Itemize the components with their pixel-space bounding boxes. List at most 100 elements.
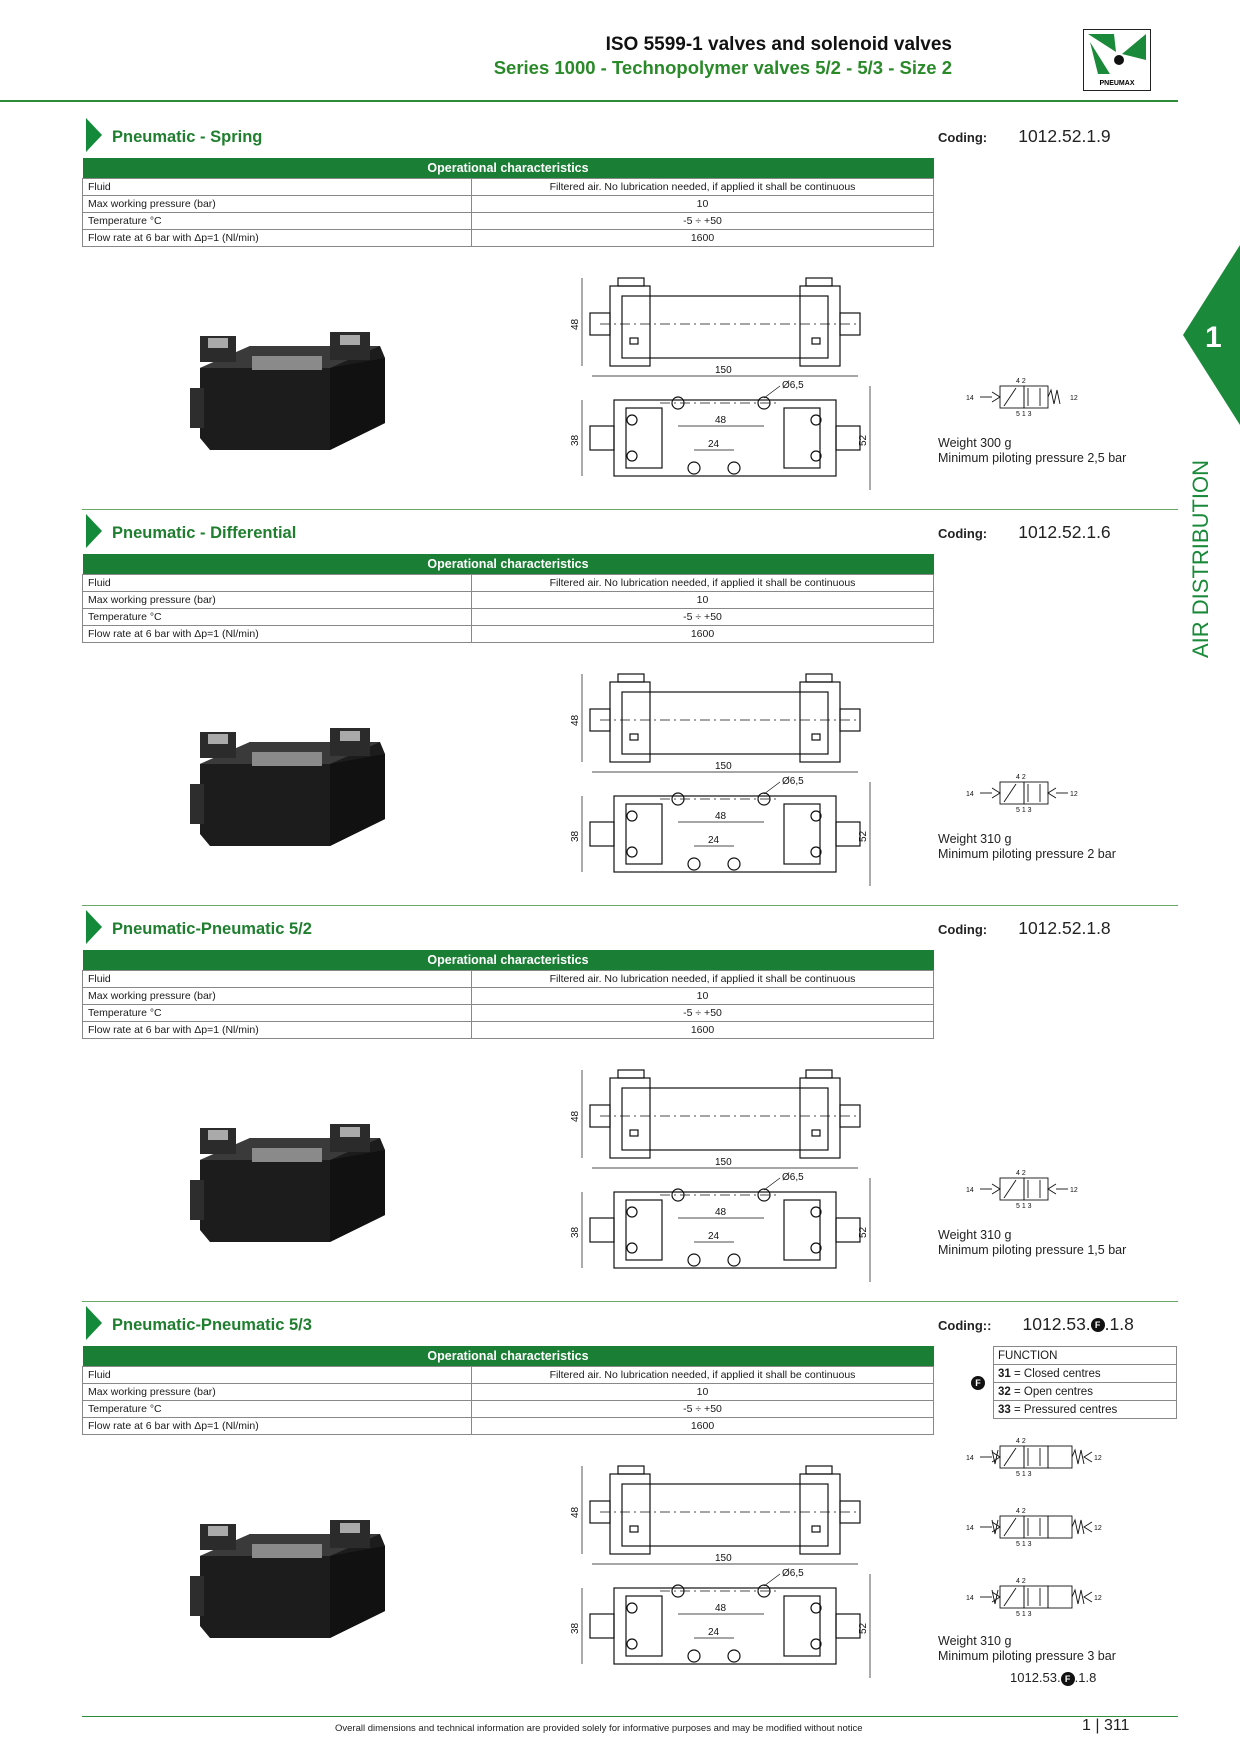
dim-150: 150	[715, 1157, 732, 1168]
weight-text: Weight 310 g	[938, 832, 1012, 846]
coding-value: 1012.52.1.8	[1018, 918, 1111, 938]
dim-diameter: Ø6,5	[782, 776, 804, 787]
row-label: Max working pressure (bar)	[82, 1383, 472, 1401]
coding-label: Coding:	[938, 922, 988, 937]
pneumatic-symbol: 14 12 4 2 5 1 3	[960, 374, 1110, 423]
row-value: -5 ÷ +50	[471, 212, 934, 230]
port-4-2: 4 2	[1016, 1578, 1026, 1585]
pneumatic-symbol-32: 14 12 4 2 5 1 3	[960, 1504, 1110, 1553]
dim-48: 48	[715, 1207, 727, 1218]
section-arrow-icon	[86, 1306, 102, 1340]
row-value: Filtered air. No lubrication needed, if …	[471, 970, 934, 988]
dim-24: 24	[708, 439, 720, 450]
row-label: Flow rate at 6 bar with Δp=1 (Nl/min)	[82, 625, 472, 643]
coding-value: 1012.52.1.9	[1018, 126, 1111, 146]
dim-48: 48	[715, 415, 727, 426]
dim-150: 150	[715, 365, 732, 376]
dimension-drawing: 48 150 Ø6,5 48 24 38 52	[570, 1060, 890, 1305]
table-row: Flow rate at 6 bar with Δp=1 (Nl/min)160…	[82, 1021, 934, 1039]
dim-150: 150	[715, 761, 732, 772]
weight-text: Weight 310 g	[938, 1634, 1012, 1648]
table-header: Operational characteristics	[82, 554, 934, 575]
table-row: Max working pressure (bar)10	[82, 1383, 934, 1401]
pneumatic-symbol: 14 12 4 2 5 1 3	[960, 1166, 1110, 1215]
row-label: Temperature °C	[82, 608, 472, 626]
dim-diameter: Ø6,5	[782, 380, 804, 391]
row-value: -5 ÷ +50	[471, 608, 934, 626]
dim-52: 52	[858, 830, 869, 842]
row-label: Fluid	[82, 178, 472, 196]
function-badge-inline: F	[1090, 1318, 1105, 1333]
section-title: Pneumatic-Pneumatic 5/2	[112, 920, 312, 938]
port-14: 14	[966, 1525, 974, 1532]
row-value: 1600	[471, 1417, 934, 1435]
dim-48-vertical: 48	[570, 318, 581, 330]
dim-52: 52	[858, 434, 869, 446]
table-row: Temperature °C-5 ÷ +50	[82, 1400, 934, 1418]
pneumatic-symbol-33: 14 12 4 2 5 1 3	[960, 1574, 1110, 1623]
row-label: Flow rate at 6 bar with Δp=1 (Nl/min)	[82, 1021, 472, 1039]
pneumatic-symbol: 14 12 4 2 5 1 3	[960, 770, 1110, 819]
dim-diameter: Ø6,5	[782, 1172, 804, 1183]
dim-52: 52	[858, 1226, 869, 1238]
row-value: 10	[471, 987, 934, 1005]
row-value: Filtered air. No lubrication needed, if …	[471, 178, 934, 196]
dim-38: 38	[570, 1622, 581, 1634]
row-value: 1600	[471, 625, 934, 643]
piloting-pressure: Minimum piloting pressure 3 bar	[938, 1649, 1116, 1663]
dimension-drawing: 48 150 Ø6,5 48 24 38 52	[570, 268, 890, 513]
row-label: Max working pressure (bar)	[82, 591, 472, 609]
table-row: Max working pressure (bar)10	[82, 195, 934, 213]
section-title: Pneumatic - Spring	[112, 128, 263, 146]
weight-info: Weight 300 g Minimum piloting pressure 2…	[938, 436, 1126, 466]
function-badge-bottom: F	[1060, 1671, 1075, 1686]
port-5-1-3: 5 1 3	[1016, 1471, 1032, 1478]
coding-label: Coding:	[938, 526, 988, 541]
section-divider	[82, 905, 1178, 906]
port-5-1-3: 5 1 3	[1016, 1541, 1032, 1548]
dim-48: 48	[715, 811, 727, 822]
table-header: Operational characteristics	[82, 1346, 934, 1367]
section-arrow-icon	[86, 910, 102, 944]
function-item: 31 = Closed centres	[993, 1364, 1177, 1383]
table-row: Temperature °C-5 ÷ +50	[82, 212, 934, 230]
function-item: 33 = Pressured centres	[993, 1400, 1177, 1419]
row-label: Flow rate at 6 bar with Δp=1 (Nl/min)	[82, 1417, 472, 1435]
pneumatic-symbol-31: 14 12 4 2 5 1 3	[960, 1434, 1110, 1483]
row-label: Temperature °C	[82, 1400, 472, 1418]
port-14: 14	[966, 1187, 974, 1194]
row-value: -5 ÷ +50	[471, 1004, 934, 1022]
valve-photo	[180, 328, 410, 473]
coding-value: 1012.52.1.6	[1018, 522, 1111, 542]
dim-38: 38	[570, 1226, 581, 1238]
coding-row: Coding:: 1012.53.F.1.8	[938, 1314, 1134, 1335]
coding-label: Coding::	[938, 1318, 992, 1333]
dim-150: 150	[715, 1553, 732, 1564]
port-12: 12	[1094, 1595, 1102, 1602]
valve-photo	[180, 724, 410, 869]
section-arrow-icon	[86, 118, 102, 152]
port-12: 12	[1070, 1187, 1078, 1194]
port-4-2: 4 2	[1016, 378, 1026, 385]
dim-48-vertical: 48	[570, 714, 581, 726]
port-12: 12	[1070, 791, 1078, 798]
port-12: 12	[1094, 1455, 1102, 1462]
row-value: 10	[471, 591, 934, 609]
header-rule	[0, 100, 1178, 102]
weight-text: Weight 310 g	[938, 1228, 1012, 1242]
header-title: ISO 5599-1 valves and solenoid valves	[605, 34, 952, 55]
row-label: Fluid	[82, 574, 472, 592]
dim-diameter: Ø6,5	[782, 1568, 804, 1579]
footer-rule	[82, 1716, 1178, 1717]
dimension-drawing: 48 150 Ø6,5 48 24 38 52	[570, 1456, 890, 1701]
weight-info: Weight 310 g Minimum piloting pressure 3…	[938, 1634, 1116, 1664]
table-header: Operational characteristics	[82, 158, 934, 179]
port-12: 12	[1070, 395, 1078, 402]
port-5-1-3: 5 1 3	[1016, 411, 1032, 418]
